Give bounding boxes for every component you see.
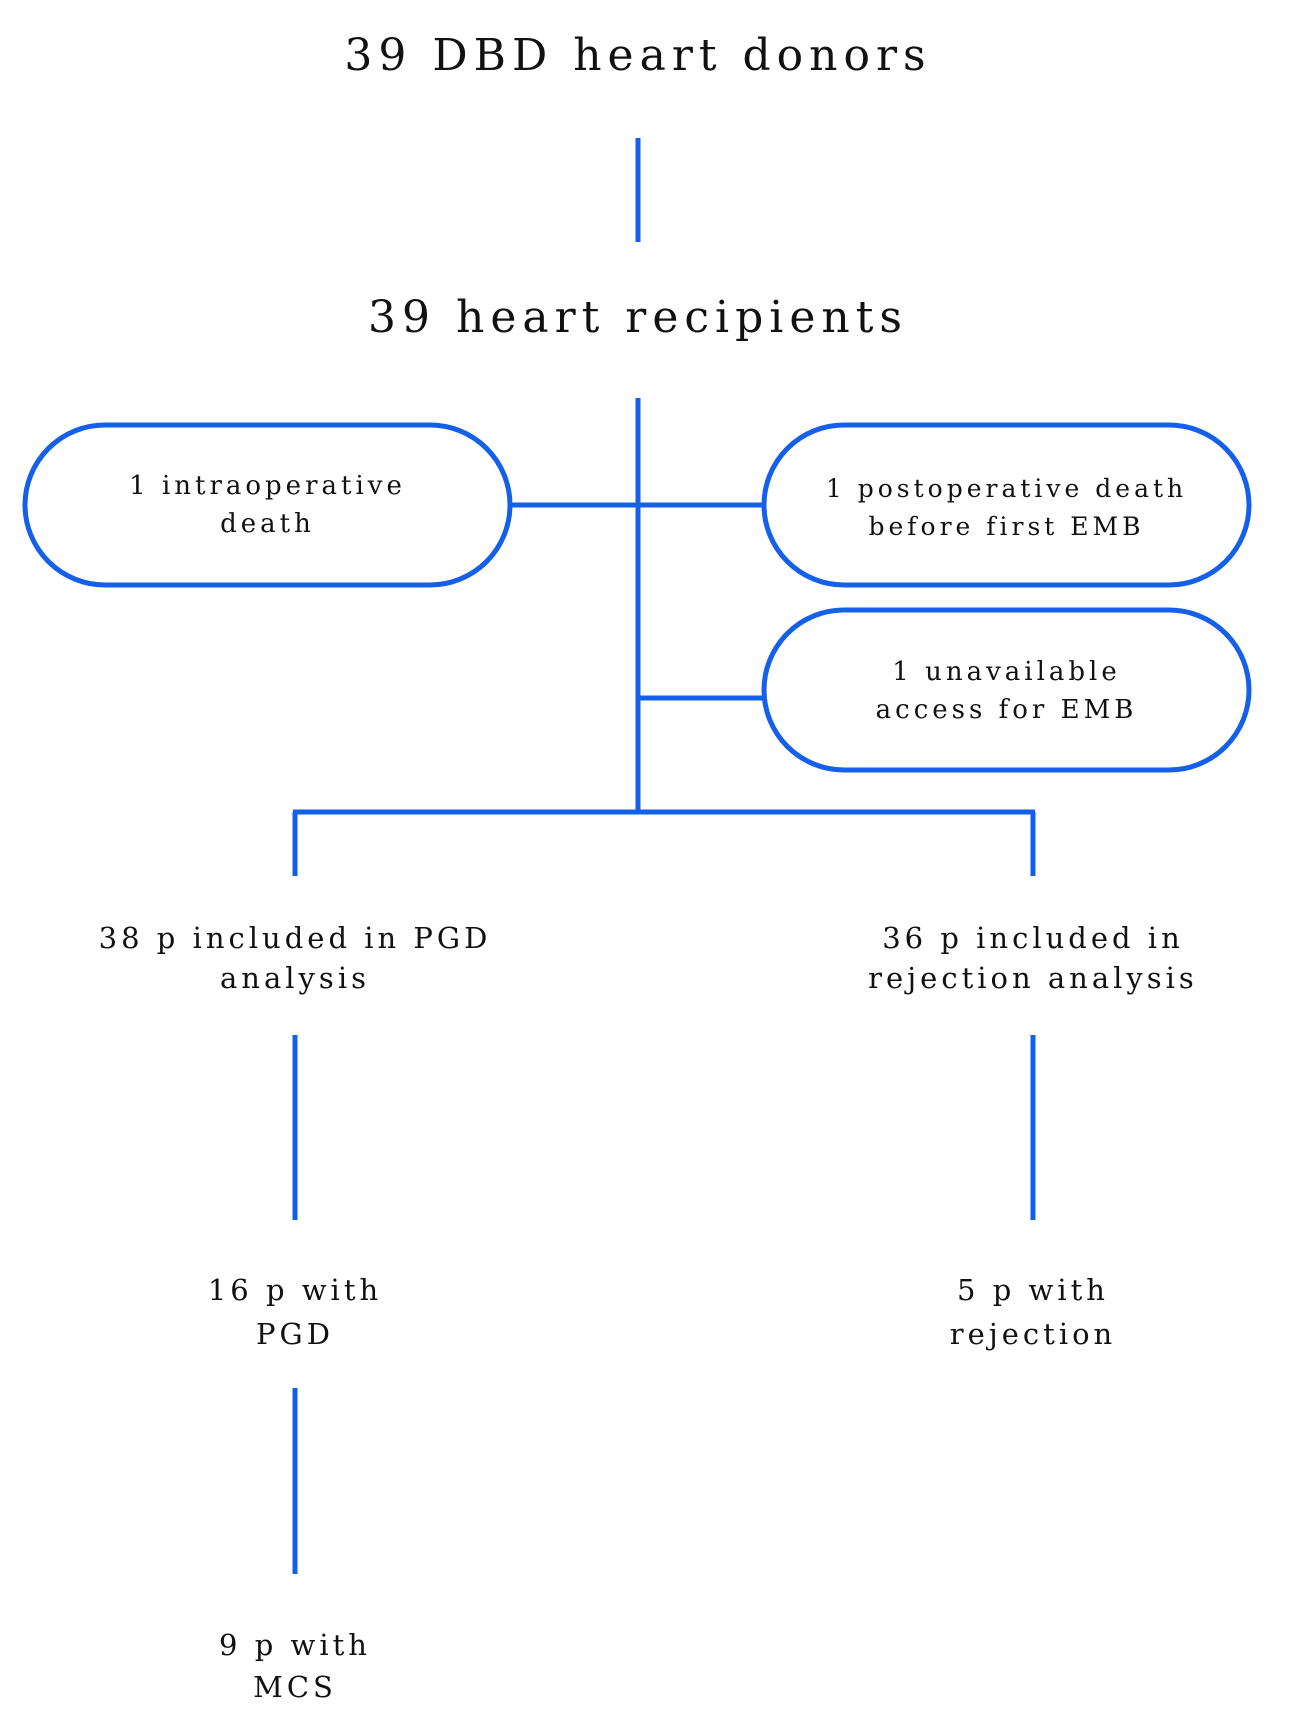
box-unavailable-access [761,607,1252,773]
node-donors: 39 DBD heart donors [344,30,932,81]
node-with-rejection: 5 p with rejection [949,1273,1117,1351]
box-postoperative-death [761,422,1252,588]
box-intraoperative-death [22,422,513,588]
node-rejection-included: 36 p included in rejection analysis [868,921,1198,995]
node-unavailable-access: 1 unavailable access for EMB [875,657,1138,725]
node-with-mcs: 9 p with MCS [219,1628,371,1704]
node-intraoperative-death: 1 intraoperative death [129,471,406,539]
node-with-pgd: 16 p with PGD [207,1273,383,1351]
node-postoperative-death: 1 postoperative death before first EMB [825,474,1188,541]
node-pgd-included: 38 p included in PGD analysis [98,921,492,995]
node-recipients: 39 heart recipients [368,292,908,343]
